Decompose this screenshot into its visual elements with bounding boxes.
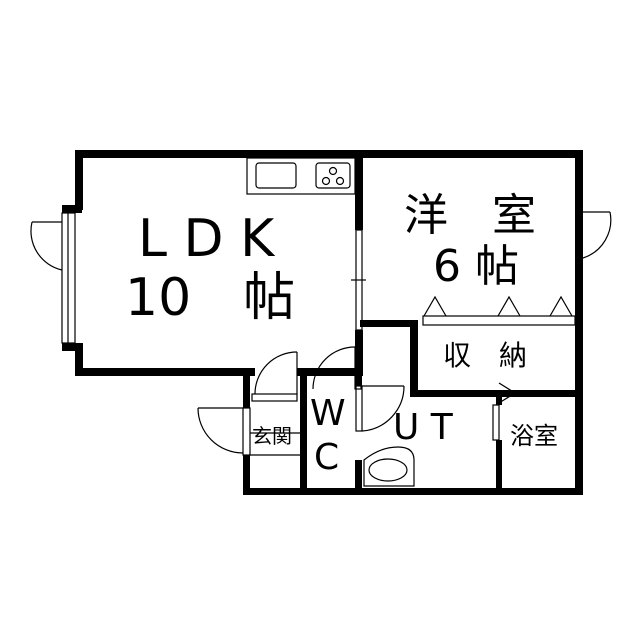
wc-label-w: W: [310, 393, 346, 434]
storage-label: 収 納: [443, 339, 528, 372]
ldk-label: L D K: [138, 209, 275, 269]
fixtures: [30, 157, 612, 487]
ut-label: U T: [393, 407, 453, 448]
wc-label-c: C: [314, 437, 340, 478]
bath-label: 浴室: [510, 422, 558, 450]
ldk-size: 10 帖: [125, 268, 296, 328]
entrance-label: 玄関: [252, 424, 292, 448]
western-room-size: 6 帖: [433, 241, 519, 292]
western-room-label: 洋 室: [404, 190, 536, 241]
walls: [62, 150, 583, 495]
